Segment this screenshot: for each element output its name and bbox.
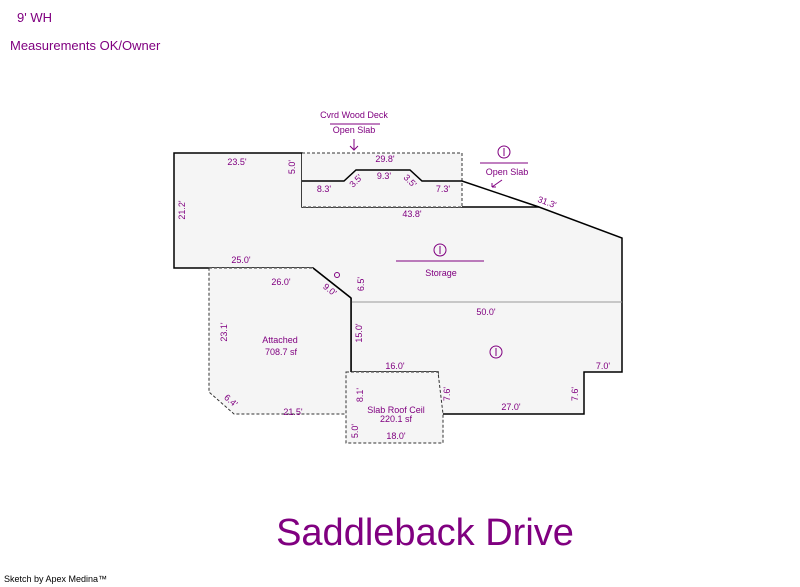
- slab-roof-area: 220.1 sf: [380, 414, 413, 424]
- note-measurements: Measurements OK/Owner: [10, 38, 161, 53]
- dim-label: 18.0': [386, 431, 406, 441]
- dim-label: 6.5': [356, 277, 366, 292]
- dim-label: 21.2': [177, 200, 187, 220]
- deck-inner-line: [302, 169, 540, 208]
- deck-outline: [302, 152, 463, 208]
- corner-marker-icon: [334, 272, 340, 278]
- slab-roof-outline: [345, 371, 444, 444]
- deck-label-line2: Open Slab: [333, 125, 376, 135]
- dim-label: 8.1': [355, 388, 365, 403]
- living-symbol-icon: [489, 345, 503, 359]
- dim-label: 23.5': [227, 157, 247, 167]
- dim-label: 7.6': [442, 387, 452, 402]
- garage-wall: [312, 267, 352, 299]
- dim-label: 7.0': [596, 361, 611, 371]
- dim-label: 23.1': [219, 322, 229, 342]
- dim-label: 29.8': [375, 154, 395, 164]
- storage-symbol-icon: [433, 243, 447, 257]
- attached-area: 708.7 sf: [265, 347, 298, 357]
- dim-label: 25.0': [231, 255, 251, 265]
- slab-roof-label: Slab Roof Ceil: [367, 405, 425, 415]
- street-name: Saddleback Drive: [276, 512, 574, 554]
- dim-label: 16.0': [385, 361, 405, 371]
- dim-label: 9.3': [377, 171, 392, 181]
- dim-label: 43.8': [402, 209, 422, 219]
- open-slab-arrow-icon: [491, 179, 503, 188]
- open-slab-symbol-icon: [497, 145, 511, 159]
- dim-label: 26.0': [271, 277, 291, 287]
- deck-label-line1: Cvrd Wood Deck: [320, 110, 388, 120]
- dim-label: 8.3': [317, 184, 332, 194]
- sketch-credit: Sketch by Apex Medina™: [4, 574, 108, 584]
- dim-label: 50.0': [476, 307, 496, 317]
- attached-label: Attached: [262, 335, 298, 345]
- dim-label: 7.6': [570, 387, 580, 402]
- open-slab-label: Open Slab: [486, 167, 529, 177]
- dim-label: 15.0': [354, 323, 364, 343]
- storage-label: Storage: [425, 268, 457, 278]
- deck-arrow-icon: [349, 139, 359, 151]
- dim-label: 5.0': [287, 160, 297, 175]
- dim-label: 7.3': [436, 184, 451, 194]
- dim-label: 21.5': [283, 407, 303, 417]
- note-water-heater: 9' WH: [17, 10, 52, 25]
- dim-label: 5.0': [350, 424, 360, 439]
- dim-label: 27.0': [501, 402, 521, 412]
